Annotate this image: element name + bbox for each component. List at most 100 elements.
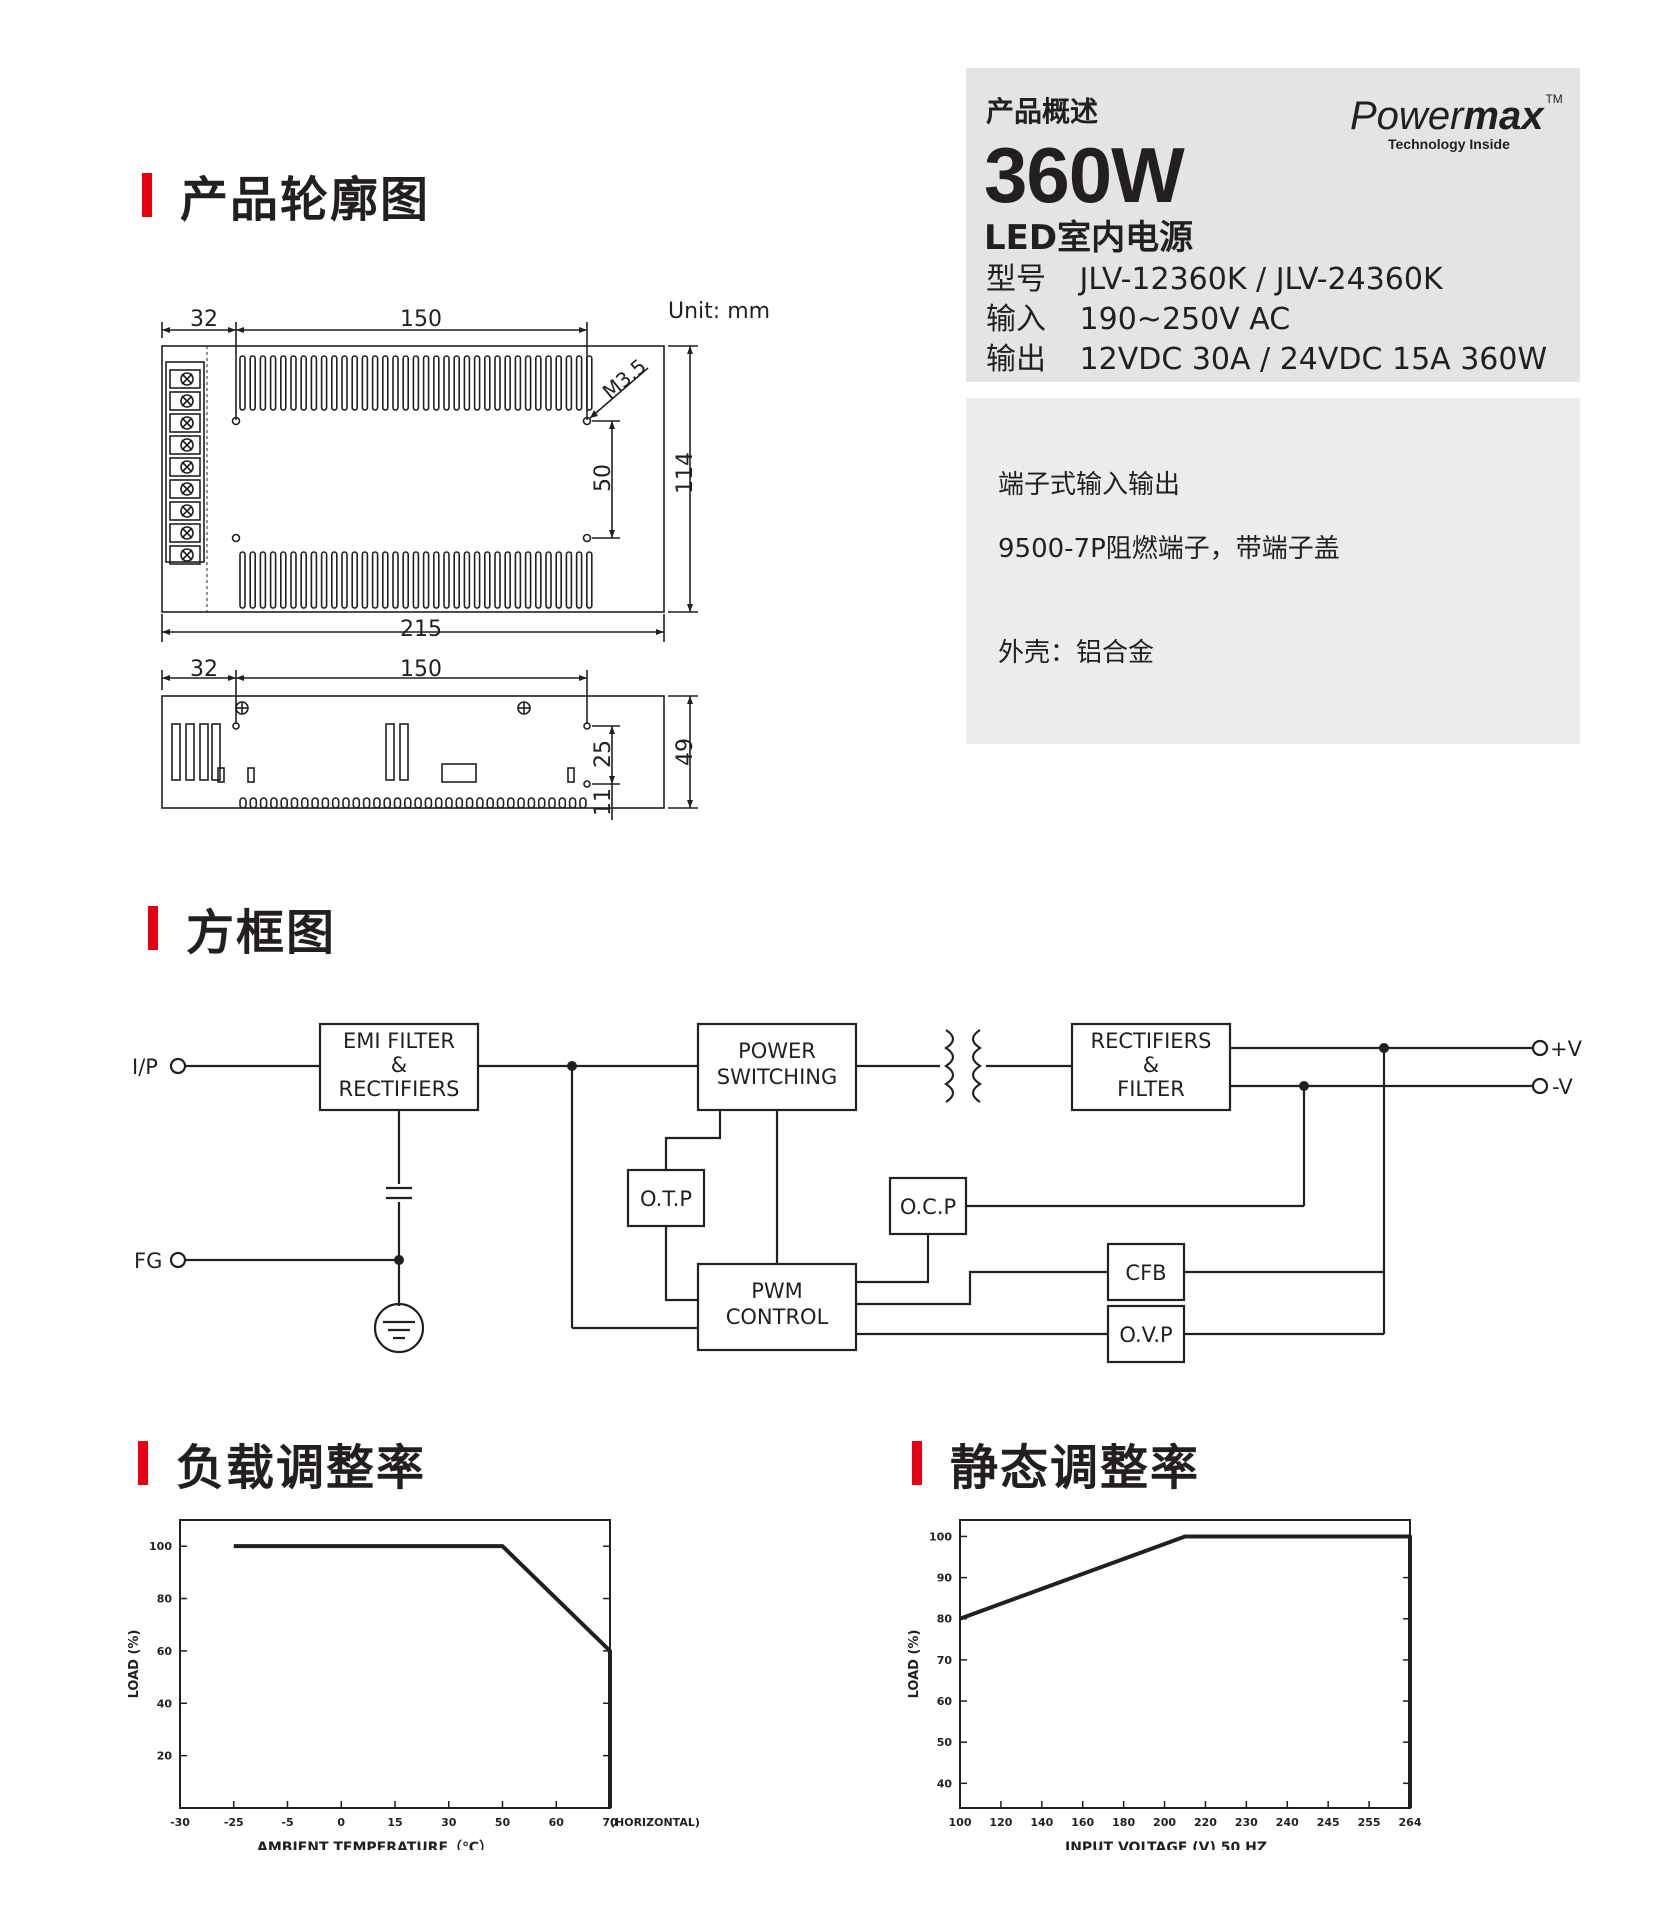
heat-fin bbox=[341, 355, 348, 411]
vent-slot bbox=[558, 797, 567, 809]
emi-label: RECTIFIERS bbox=[338, 1077, 459, 1101]
heat-fin bbox=[545, 551, 552, 609]
vent-slot bbox=[290, 797, 299, 809]
heat-fin bbox=[565, 355, 573, 411]
heat-fin bbox=[504, 355, 512, 411]
vent-slot bbox=[455, 797, 464, 809]
x-axis-note: (HORIZONTAL) bbox=[610, 1816, 700, 1829]
features-panel: 端子式输入输出 9500-7P阻燃端子，带端子盖 外壳：铝合金 bbox=[966, 398, 1580, 744]
brand-tagline: Technology Inside bbox=[1388, 136, 1510, 152]
vent-slot bbox=[393, 797, 402, 809]
heat-fin bbox=[422, 355, 430, 411]
x-tick-label: 255 bbox=[1358, 1816, 1381, 1829]
heat-fin bbox=[300, 355, 308, 411]
vent-slot bbox=[239, 797, 247, 809]
terminal-screw bbox=[169, 479, 201, 499]
heat-fin bbox=[453, 355, 461, 411]
brand-tm: TM bbox=[1545, 92, 1563, 106]
x-tick-label: 200 bbox=[1153, 1816, 1176, 1829]
red-accent-bar bbox=[138, 1441, 148, 1485]
dim-label: 150 bbox=[400, 307, 442, 332]
heat-fin bbox=[422, 551, 430, 609]
heat-fin bbox=[443, 355, 450, 411]
pwm-label: CONTROL bbox=[726, 1305, 829, 1329]
heat-fin bbox=[259, 551, 267, 609]
heat-fin bbox=[402, 551, 410, 609]
heat-fin bbox=[514, 355, 522, 411]
info-heading: 产品概述 bbox=[986, 95, 1099, 128]
heat-fin bbox=[473, 355, 481, 411]
heat-fin bbox=[330, 355, 338, 411]
x-tick-label: 180 bbox=[1112, 1816, 1135, 1829]
x-tick-label: 30 bbox=[441, 1816, 457, 1829]
brand-light: Power bbox=[1350, 94, 1464, 138]
vent-slot bbox=[476, 797, 484, 809]
terminal-screw bbox=[169, 435, 201, 455]
spec-key: 输入 bbox=[986, 302, 1046, 337]
negative-output-label: -V bbox=[1552, 1075, 1573, 1099]
section-title-block: 方框图 bbox=[148, 893, 336, 963]
product-subtitle: LED室内电源 bbox=[984, 218, 1194, 258]
x-tick-label: 230 bbox=[1235, 1816, 1258, 1829]
heat-fin bbox=[239, 551, 246, 609]
x-axis-label: AMBIENT TEMPERATURE（℃） bbox=[257, 1840, 493, 1850]
x-tick-label: 60 bbox=[549, 1816, 565, 1829]
vent-slot bbox=[403, 797, 412, 809]
vent-slot bbox=[424, 797, 433, 809]
section-title-outline: 产品轮廓图 bbox=[142, 160, 430, 230]
feature-item: 9500-7P阻燃端子，带端子盖 bbox=[998, 534, 1340, 564]
x-tick-label: 15 bbox=[387, 1816, 402, 1829]
heat-fin bbox=[381, 355, 389, 411]
y-axis-label: LOAD (%) bbox=[907, 1630, 922, 1699]
heat-fin bbox=[361, 551, 369, 609]
heat-fin bbox=[351, 355, 359, 411]
x-tick-label: 70 bbox=[602, 1816, 618, 1829]
power-label: SWITCHING bbox=[717, 1065, 838, 1089]
x-tick-label: 100 bbox=[949, 1816, 972, 1829]
vent-slot bbox=[496, 797, 505, 809]
vent-slot bbox=[280, 797, 289, 809]
dim-label: 215 bbox=[400, 617, 442, 642]
heat-fin bbox=[392, 355, 399, 411]
heat-fin bbox=[443, 551, 450, 609]
heat-fin bbox=[351, 551, 359, 609]
heat-fin bbox=[310, 551, 318, 609]
vent-slot bbox=[414, 797, 422, 809]
y-tick-label: 80 bbox=[157, 1593, 173, 1606]
y-tick-label: 90 bbox=[937, 1572, 953, 1585]
spec-row-output: 输出 12VDC 30A / 24VDC 15A 360W bbox=[986, 334, 1547, 378]
vent-slot bbox=[311, 797, 319, 809]
ocp-label: O.C.P bbox=[900, 1195, 956, 1219]
y-tick-label: 100 bbox=[149, 1540, 172, 1553]
spec-row-input: 输入 190~250V AC bbox=[986, 294, 1290, 338]
terminal-screw bbox=[169, 457, 201, 477]
vent-slot bbox=[331, 797, 340, 809]
thread-label: M3.5 bbox=[598, 354, 651, 404]
vent-slot bbox=[362, 797, 371, 809]
unit-label: Unit: mm bbox=[668, 299, 770, 324]
heat-fin bbox=[279, 551, 287, 609]
ovp-label: O.V.P bbox=[1119, 1323, 1172, 1347]
dim-label: 32 bbox=[190, 307, 218, 332]
heat-fin bbox=[524, 355, 532, 411]
heat-fin bbox=[361, 355, 369, 411]
series-line bbox=[959, 1534, 1412, 1808]
dim-label: 49 bbox=[673, 738, 698, 766]
heat-fin bbox=[514, 551, 522, 609]
vent-slot bbox=[548, 797, 556, 809]
static-title: 静态调整率 bbox=[950, 1440, 1201, 1496]
heat-fin bbox=[320, 551, 328, 609]
heat-fin bbox=[239, 355, 246, 411]
terminal-screw bbox=[169, 369, 201, 389]
heat-fin bbox=[565, 551, 573, 609]
heat-fin bbox=[494, 551, 501, 609]
dim-label: 11 bbox=[591, 788, 616, 816]
x-tick-label: 220 bbox=[1194, 1816, 1217, 1829]
emi-label: & bbox=[391, 1053, 407, 1077]
cfb-label: CFB bbox=[1125, 1261, 1166, 1285]
input-port-label: I/P bbox=[132, 1055, 158, 1079]
feature-item: 外壳：铝合金 bbox=[998, 638, 1155, 668]
heat-fin bbox=[259, 355, 267, 411]
